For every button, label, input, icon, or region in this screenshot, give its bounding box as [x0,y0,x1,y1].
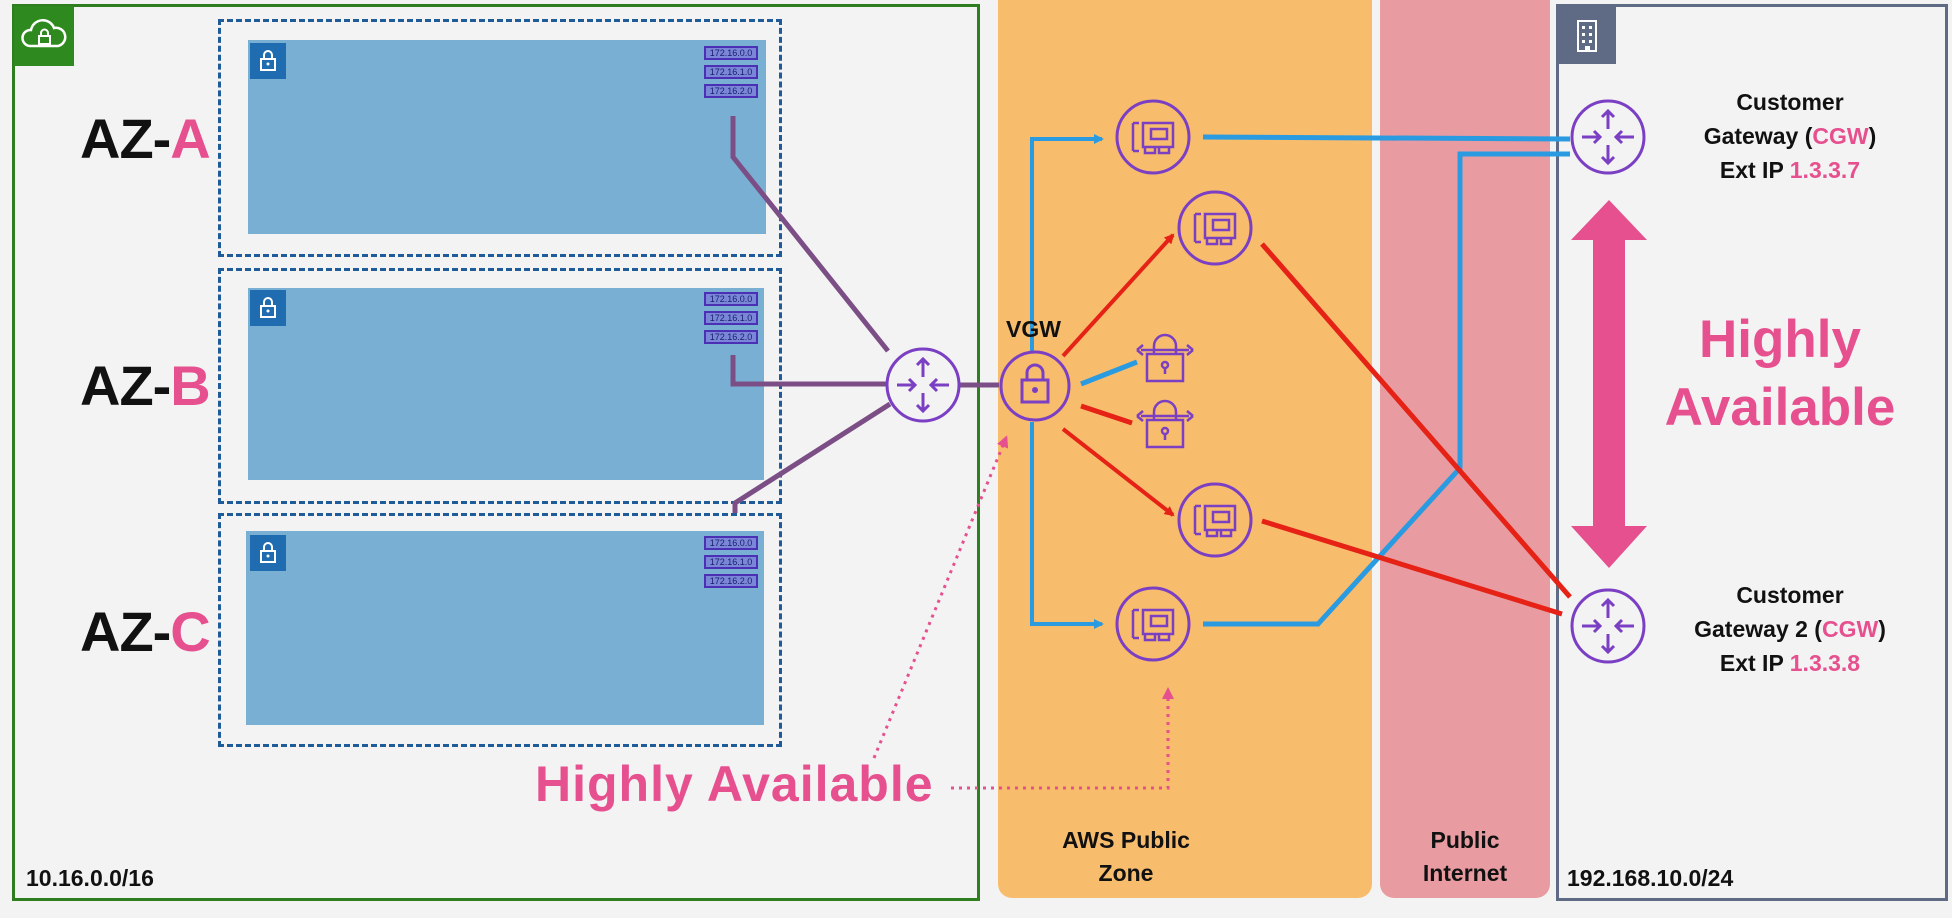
onprem-cidr: 192.168.10.0/24 [1567,865,1734,891]
vgw-lock-link-1 [1080,359,1138,387]
public-internet-zone [1380,0,1550,898]
lock-icon [250,535,286,571]
route-entry: 172.16.1.0 [704,555,758,569]
subnet-route-line-b [730,355,889,387]
availability-zone-c [218,513,782,747]
route-table: 172.16.0.0 172.16.1.0 172.16.2.0 [704,292,762,348]
endpoint-icon [1115,586,1191,662]
route-entry: 172.16.0.0 [704,536,758,550]
building-icon [1559,7,1616,64]
customer-gateway-icon [1570,99,1646,175]
router-icon [885,347,961,423]
lock-icon [250,43,286,79]
vpn-connection-icon [1136,399,1194,449]
subnet-b [248,288,764,480]
ha-pointer-vgw [872,435,1009,759]
double-arrow [1571,200,1647,568]
endpoint-icon [1177,482,1253,558]
vgw-icon [999,350,1071,422]
route-entry: 172.16.2.0 [704,84,758,98]
route-table: 172.16.0.0 172.16.1.0 172.16.2.0 [704,46,762,102]
vgw-blue-link-bottom [1030,422,1104,629]
subnet-route-line-c [732,401,892,513]
vpn-connection-icon [1136,333,1194,383]
route-table: 172.16.0.0 172.16.1.0 172.16.2.0 [704,536,762,592]
cloud-lock-icon [14,6,74,66]
subnet-a [248,40,766,234]
vpc-cidr: 10.16.0.0/16 [26,865,154,891]
ha-pointer-endpoints [951,687,1174,790]
az-a-label: AZ-A [80,107,211,170]
customer-gateway-label: Customer Gateway (CGW) Ext IP 1.3.3.7 [1703,89,1877,183]
tunnel-red-bottom [1261,518,1563,617]
route-entry: 172.16.0.0 [704,46,758,60]
route-entry: 172.16.1.0 [704,311,758,325]
tunnel-blue-top [1202,134,1571,142]
availability-zone-a [218,19,782,257]
vgw-lock-link-2 [1080,403,1133,426]
az-b-label: AZ-B [80,354,211,417]
az-c-label: AZ-C [80,600,211,663]
endpoint-icon [1177,190,1253,266]
route-entry: 172.16.2.0 [704,330,758,344]
route-entry: 172.16.0.0 [704,292,758,306]
endpoint-icon [1115,99,1191,175]
vgw-blue-link-top [1030,134,1104,352]
route-entry: 172.16.2.0 [704,574,758,588]
highly-available-cgw-annotation: Highly Available [1664,310,1896,437]
vgw-red-link-bottom [1061,427,1175,517]
vgw-red-link-top [1061,233,1175,358]
subnet-route-line-a [730,116,890,353]
subnet-c [246,531,764,725]
lock-icon [250,290,286,326]
highly-available-annotation: Highly Available [535,756,934,812]
customer-gateway-2-label: Customer Gateway 2 (CGW) Ext IP 1.3.3.8 [1694,582,1886,676]
customer-gateway-2-icon [1570,588,1646,664]
vgw-label: VGW [1006,316,1061,342]
route-entry: 172.16.1.0 [704,65,758,79]
tunnel-red-top [1260,242,1572,599]
